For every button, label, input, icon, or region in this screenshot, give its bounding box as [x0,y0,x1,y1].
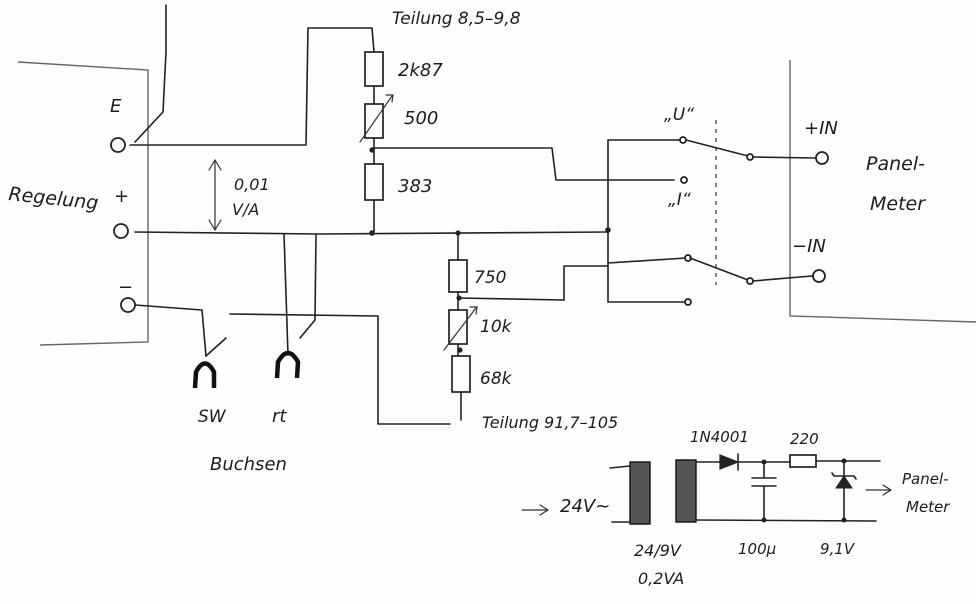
sensitivity-arrow [208,158,222,232]
switch1-contact-u [679,136,687,144]
resistor-68k [451,355,471,393]
wire-minus-sw [134,304,207,357]
label-terminal-minus: − [118,277,133,298]
switch1-common [746,153,754,161]
resistor-750 [448,259,468,293]
wire-switch-bus [607,139,685,303]
label-socket-rt: rt [272,406,287,427]
label-terminal-plus: + [114,186,129,207]
diode-1n4001 [719,454,740,470]
switch1-contact-i [680,176,688,184]
pot-500-arrow [359,94,394,143]
label-68k: 68k [480,369,513,389]
label-panel-meter-1: Panel- [866,153,925,175]
resistor-383 [364,163,384,201]
wire-switch2-minusin [752,275,813,282]
label-panel-meter-2: Meter [870,193,926,215]
node-cap-bottom [761,517,767,523]
label-minus-in: −IN [792,236,826,257]
label-buchsen: Buchsen [210,454,287,475]
wire-common-rail [134,231,609,235]
plus-in-terminal [815,151,829,165]
capacitor-100u [751,461,777,521]
label-teilung-top: Teilung 8,5–9,8 [392,9,521,29]
label-supply-24v: 24V~ [560,496,610,517]
terminal-plus [113,223,129,239]
pot-10k-arrow [443,306,478,351]
regelung-box [17,61,149,346]
wire-rail-rt-2 [299,233,317,339]
switch2-contact-i [684,298,692,306]
node-center [369,230,375,236]
wire-e-top [134,4,167,143]
trafo-secondary-leads [695,461,877,522]
socket-sw [192,361,217,389]
terminal-minus [120,297,136,313]
label-10k: 10k [480,317,513,337]
node-zener-bottom [841,517,847,523]
wire-tap-u [371,147,675,181]
label-zener: 9,1V [820,540,856,558]
label-trafo-rating-1: 24/9V [634,541,682,560]
label-supply-panel-2: Meter [906,498,950,516]
trafo-primary-core [629,461,651,525]
switch2-blade [689,257,749,281]
wire-minus-bottom [229,313,451,425]
label-supply-panel-1: Panel- [902,470,949,488]
label-383: 383 [398,176,432,197]
wire-750-tap-out [458,297,565,301]
switch1-blade [685,139,749,157]
label-500: 500 [404,108,438,129]
switch2-common [746,277,754,285]
label-socket-sw: SW [198,407,227,427]
trafo-primary-leads [609,465,631,523]
label-switch-i: „I“ [668,190,691,210]
node-switch-bus [605,227,611,233]
wire-bus-i [607,257,687,264]
label-sensitivity-value: 0,01 [234,175,270,194]
socket-rt [274,350,301,379]
resistor-2k87 [364,51,384,87]
label-switch-u: „U“ [664,105,694,125]
wire-e-to-divider [129,27,375,146]
wire-bottom-divider-return [563,265,609,301]
wire-switch1-plusin [752,156,816,159]
label-trafo-rating-2: 0,2VA [638,569,684,588]
wire-sw-link [205,337,227,357]
label-plus-in: +IN [804,118,838,139]
label-terminal-e: E [110,96,122,117]
minus-in-terminal [812,269,826,283]
label-regelung: Regelung [7,183,99,214]
wire-rail-rt [283,233,289,356]
terminal-e [110,137,126,153]
label-220: 220 [790,430,819,448]
supply-input-arrow [521,504,550,516]
resistor-220 [789,454,817,468]
label-2k87: 2k87 [398,60,443,81]
zener-bar [831,472,857,521]
label-teilung-bottom: Teilung 91,7–105 [482,413,618,432]
node-10k-68k [457,347,463,353]
label-diode: 1N4001 [690,428,749,446]
supply-output-arrow [865,484,893,496]
panel-meter-box [789,60,976,323]
label-750: 750 [474,268,506,288]
label-sensitivity-unit: V/A [232,200,259,219]
trafo-secondary-core [675,459,697,523]
zener-9v1 [835,475,853,489]
potentiometer-10k [448,309,468,345]
label-cap-100u: 100µ [738,540,776,558]
